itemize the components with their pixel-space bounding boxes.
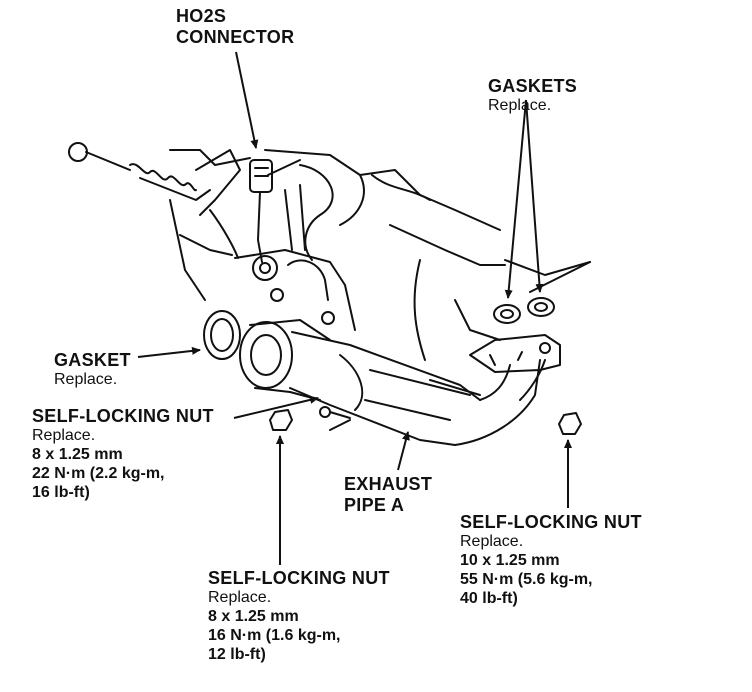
nut-right-label: SELF-LOCKING NUT Replace. 10 x 1.25 mm 5…	[460, 512, 642, 609]
nut-bottom-note: Replace.	[208, 589, 272, 607]
exhaust-pipe-label: EXHAUST PIPE A	[344, 474, 432, 516]
nut-left-note: Replace.	[32, 427, 96, 445]
nut-bottom-size: 8 x 1.25 mm	[208, 608, 299, 626]
nut-bottom-torque: 16 N·m (1.6 kg-m,	[208, 626, 341, 644]
nut-right-size: 10 x 1.25 mm	[460, 552, 560, 570]
nut-left-title: SELF-LOCKING NUT	[32, 406, 214, 426]
leader-gaskets-right	[525, 99, 544, 293]
ho2s-connector-label: HO2S CONNECTOR	[176, 6, 294, 48]
ho2s-line1: HO2S	[176, 6, 227, 26]
nut-bottom-title: SELF-LOCKING NUT	[208, 568, 390, 588]
nut-bottom-torque2: 12 lb-ft)	[208, 645, 266, 663]
leader-gaskets-left	[504, 99, 527, 299]
nut-left-torque: 22 N·m (2.2 kg-m,	[32, 464, 165, 482]
nut-left-size: 8 x 1.25 mm	[32, 446, 123, 464]
nut-right-torque: 55 N·m (5.6 kg-m,	[460, 570, 593, 588]
engine-drawing	[68, 142, 591, 446]
nut-bottom-label: SELF-LOCKING NUT Replace. 8 x 1.25 mm 16…	[208, 568, 390, 665]
leader-gasket	[137, 346, 201, 358]
leader-ho2s	[235, 51, 259, 149]
gasket-title: GASKET	[54, 350, 131, 370]
gasket-label: GASKET Replace.	[54, 350, 131, 390]
nut-right-note: Replace.	[460, 533, 524, 551]
gaskets-note: Replace.	[488, 97, 552, 115]
gasket-note: Replace.	[54, 371, 118, 389]
nut-left-label: SELF-LOCKING NUT Replace. 8 x 1.25 mm 22…	[32, 406, 214, 503]
exhaust-line2: PIPE A	[344, 495, 405, 516]
exhaust-line1: EXHAUST	[344, 474, 433, 494]
nut-right-title: SELF-LOCKING NUT	[460, 512, 642, 532]
leader-nut-left	[233, 395, 319, 419]
ho2s-line2: CONNECTOR	[176, 27, 295, 48]
leader-exhaust	[397, 431, 410, 471]
nut-left-torque2: 16 lb-ft)	[32, 483, 90, 501]
gaskets-label: GASKETS Replace.	[488, 76, 577, 116]
gaskets-title: GASKETS	[488, 76, 578, 96]
leader-lines	[137, 51, 572, 565]
nut-right-torque2: 40 lb-ft)	[460, 589, 518, 607]
